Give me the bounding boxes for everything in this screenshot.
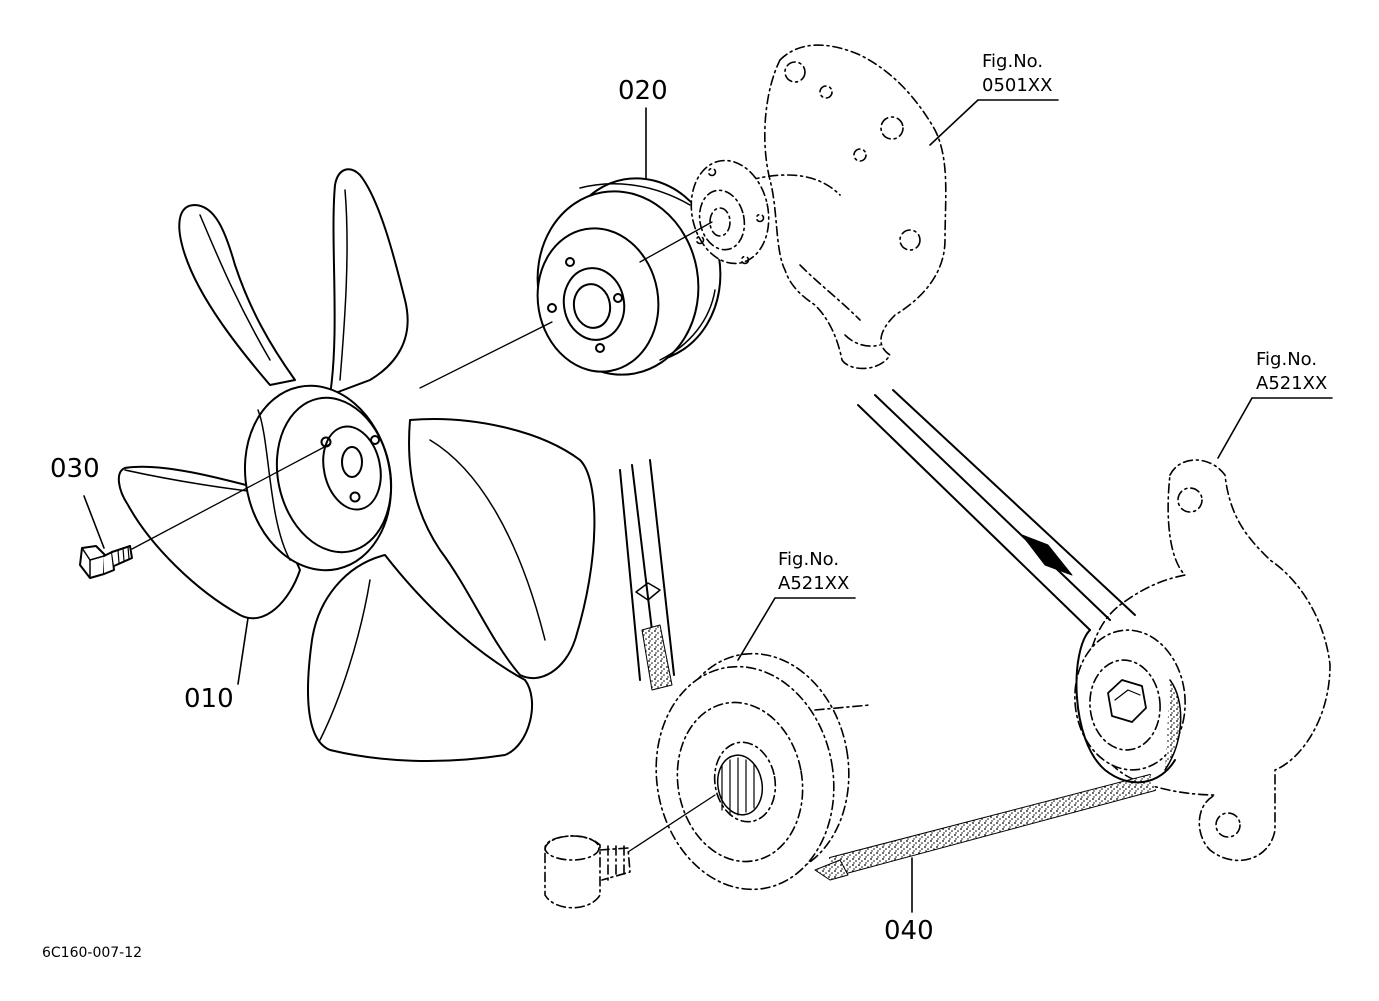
reference-caption: Fig.No. [982, 51, 1044, 72]
alternator [1074, 459, 1331, 862]
part-number-010: 010 [184, 684, 234, 714]
reference-figure-number: A521XX [778, 573, 850, 594]
crank-pulley-bolt [544, 835, 631, 909]
reference-figure-number: A521XX [1256, 373, 1328, 394]
cooling-fan [117, 168, 596, 763]
leader-lines [83, 99, 1333, 913]
reference-alternator: Fig.No. A521XX [1256, 348, 1327, 396]
reference-water-pump: Fig.No. 0501XX [982, 50, 1052, 98]
reference-caption: Fig.No. [1256, 349, 1318, 370]
fan-pulley [536, 177, 722, 376]
reference-caption: Fig.No. [778, 549, 840, 570]
fan-bolt [79, 545, 133, 579]
part-number-040: 040 [884, 916, 934, 946]
reference-crank-pulley: Fig.No. A521XX [778, 548, 849, 596]
water-pump [690, 44, 947, 370]
part-number-030: 030 [50, 454, 100, 484]
drawing-code: 6C160-007-12 [42, 945, 143, 961]
fan-belt [619, 389, 1182, 881]
reference-figure-number: 0501XX [982, 75, 1053, 96]
part-number-020: 020 [618, 76, 668, 106]
assembly-lines [131, 221, 716, 853]
crankshaft-pulley [655, 652, 871, 891]
